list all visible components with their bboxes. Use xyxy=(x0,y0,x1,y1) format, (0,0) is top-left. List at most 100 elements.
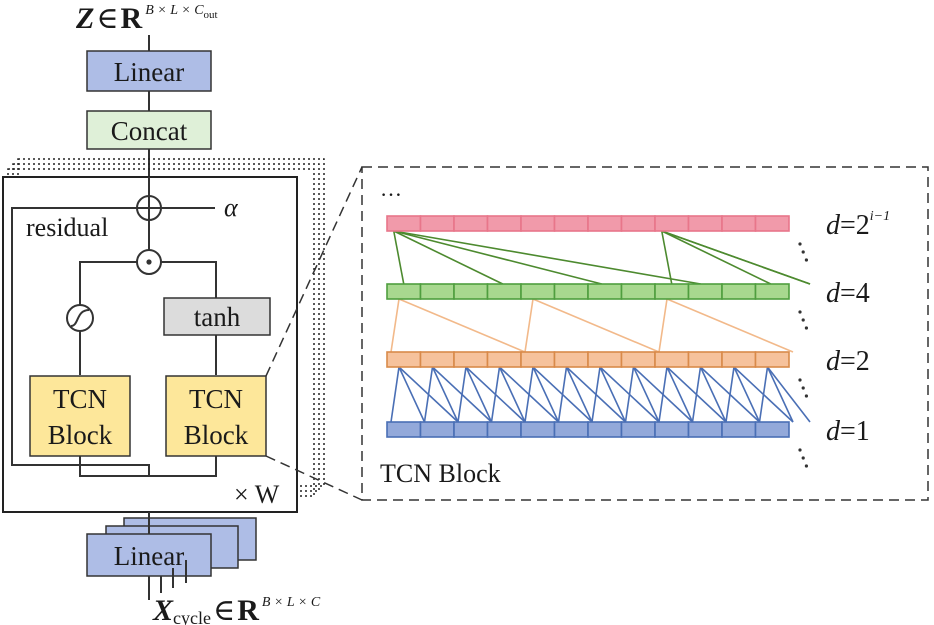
tcn-cell xyxy=(754,351,790,368)
tcn-right-label-2: Block xyxy=(184,420,249,450)
concat-block: Concat xyxy=(86,110,212,150)
dilation-edge xyxy=(699,366,727,423)
dilation-label: d=1 xyxy=(826,416,870,447)
ellipsis-dot xyxy=(801,250,805,254)
tcn-layers: d=2i−1d=4d=2d=1 xyxy=(386,209,890,468)
tcn-cell xyxy=(754,215,790,232)
dilation-edge xyxy=(624,366,635,423)
dilation-edge xyxy=(666,298,794,353)
linear-bottom-stack: Linear xyxy=(86,512,257,577)
tcn-cell xyxy=(386,351,422,368)
ellipsis-dot xyxy=(798,448,802,452)
tcn-detail-title: TCN Block xyxy=(380,459,501,488)
dilation-edge xyxy=(392,230,405,285)
tcn-cell xyxy=(419,421,455,438)
tcn-block-right: TCN Block xyxy=(165,375,267,457)
tcn-left-label-1: TCN xyxy=(53,384,107,414)
tcn-cell xyxy=(721,215,757,232)
dilation-edge xyxy=(423,366,434,423)
tcn-cell xyxy=(553,421,589,438)
dilation-edge xyxy=(524,298,534,353)
dilation-edge xyxy=(733,366,761,423)
tcn-cell xyxy=(486,215,522,232)
concat-label: Concat xyxy=(111,116,188,146)
tcn-cell xyxy=(754,283,790,300)
dilation-edge xyxy=(766,366,811,423)
dilation-edge xyxy=(532,366,560,423)
dilation-edge xyxy=(557,366,568,423)
sigmoid-icon xyxy=(66,304,94,332)
repeat-label: × W xyxy=(234,480,280,509)
tcn-cell xyxy=(620,351,656,368)
tcn-cell xyxy=(486,351,522,368)
tcn-cell xyxy=(654,215,690,232)
dilation-edge xyxy=(398,366,426,423)
tcn-cell xyxy=(587,351,623,368)
tcn-cell xyxy=(721,283,757,300)
tcn-cell xyxy=(553,215,589,232)
ellipsis-dot xyxy=(798,378,802,382)
dilation-label: d=2 xyxy=(826,346,870,377)
dilation-edge xyxy=(465,366,493,423)
tcn-cell xyxy=(754,421,790,438)
ellipsis-dot xyxy=(798,310,802,314)
dilation-edge xyxy=(766,366,794,423)
tcn-cell xyxy=(386,215,422,232)
dilation-label: d=2i−1 xyxy=(826,209,890,241)
dilation-edge xyxy=(661,230,772,285)
dilation-edge xyxy=(393,230,504,285)
tcn-cell xyxy=(687,351,723,368)
dilation-edge xyxy=(390,366,400,423)
tcn-left-label-2: Block xyxy=(48,420,113,450)
tcn-cell xyxy=(620,215,656,232)
tcn-cell xyxy=(453,283,489,300)
tanh-block: tanh xyxy=(163,297,271,336)
dilation-edge xyxy=(532,298,660,353)
ellipsis-dot xyxy=(804,326,809,330)
dilation-edge xyxy=(524,366,534,423)
tcn-cell xyxy=(486,283,522,300)
tcn-cell xyxy=(654,421,690,438)
tcn-cell xyxy=(419,283,455,300)
tcn-cell xyxy=(587,421,623,438)
tcn-cell xyxy=(386,421,422,438)
dilation-edge xyxy=(431,366,459,423)
dilation-edge xyxy=(398,298,526,353)
dilation-edge xyxy=(591,366,601,423)
ellipsis-dot xyxy=(801,456,805,460)
dilation-edge xyxy=(393,230,701,285)
dilation-edge xyxy=(632,366,660,423)
dilation-edge xyxy=(490,366,501,423)
multiply-node xyxy=(136,249,162,275)
tcn-cell xyxy=(486,421,522,438)
tcn-cell xyxy=(553,283,589,300)
dilation-edge xyxy=(658,366,668,423)
sum-node xyxy=(136,195,162,221)
ellipsis-dot xyxy=(801,318,805,322)
tcn-cell xyxy=(687,421,723,438)
tcn-cell xyxy=(687,215,723,232)
tcn-cell xyxy=(587,283,623,300)
tcn-cell xyxy=(520,283,556,300)
tcn-right-label-1: TCN xyxy=(189,384,243,414)
tcn-cell xyxy=(654,283,690,300)
tcn-cell xyxy=(520,351,556,368)
dilation-edge xyxy=(758,366,769,423)
tcn-cell xyxy=(721,351,757,368)
dilation-edge xyxy=(498,366,526,423)
dilation-edge xyxy=(658,298,668,353)
residual-label: residual xyxy=(26,213,108,242)
linear-top-block: Linear xyxy=(86,50,212,92)
tcn-cell xyxy=(453,421,489,438)
dilation-edge xyxy=(666,366,694,423)
dilation-edge xyxy=(599,366,627,423)
tcn-cell xyxy=(453,351,489,368)
dilation-edge xyxy=(393,230,602,285)
tanh-label: tanh xyxy=(194,302,241,332)
tcn-block-left: TCN Block xyxy=(29,375,131,457)
tcn-cell xyxy=(620,421,656,438)
ellipsis-dot xyxy=(801,386,805,390)
ellipsis-dot xyxy=(804,394,809,398)
